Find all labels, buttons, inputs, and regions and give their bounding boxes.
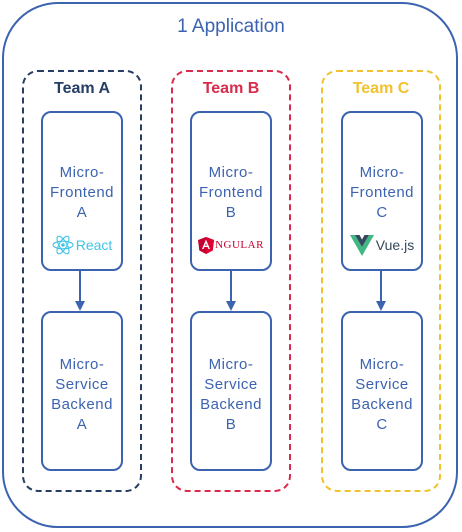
backend-a-line2: Service (55, 376, 109, 393)
team-a-boundary (22, 70, 142, 492)
backend-c-line2: Service (355, 376, 409, 393)
backend-c-line1: Micro- (359, 356, 405, 373)
team-b-label: Team B (202, 80, 260, 97)
frontend-b-line3: B (225, 204, 237, 221)
backend-b-line3: Backend (200, 396, 262, 413)
application-boundary (2, 2, 458, 528)
team-c-backend-box: Micro- Service Backend C (341, 311, 423, 471)
react-logo-text: React (75, 237, 113, 253)
frontend-c-line1: Micro- (359, 164, 405, 181)
frontend-b-line1: Micro- (208, 164, 254, 181)
team-c-frontend-box: Micro- Frontend C Vue.js (341, 111, 423, 271)
vue-icon (349, 234, 374, 256)
frontend-a-line1: Micro- (59, 164, 105, 181)
angular-icon (198, 236, 215, 254)
backend-a-line4: A (76, 416, 88, 433)
team-b-boundary (171, 70, 291, 492)
team-b-backend-box: Micro- Service Backend B (190, 311, 272, 471)
team-c-boundary (321, 70, 441, 492)
backend-a-line1: Micro- (59, 356, 105, 373)
frontend-a-line3: A (76, 204, 88, 221)
team-a-backend-box: Micro- Service Backend A (41, 311, 123, 471)
backend-c-line3: Backend (351, 396, 413, 413)
frontend-c-line3: C (376, 204, 388, 221)
team-a-arrow (75, 271, 85, 311)
team-b-arrow (226, 271, 236, 311)
team-a-label: Team A (53, 80, 110, 97)
backend-b-line4: B (225, 416, 237, 433)
backend-c-line4: C (376, 416, 388, 433)
team-c-label: Team C (352, 80, 410, 97)
frontend-c-line2: Frontend (349, 184, 415, 201)
react-logo: React (43, 233, 121, 257)
react-icon (52, 235, 74, 255)
application-title: 1 Application (177, 16, 285, 37)
frontend-b-line2: Frontend (198, 184, 264, 201)
team-b-frontend-box: Micro- Frontend B NGULAR (190, 111, 272, 271)
backend-a-line3: Backend (51, 396, 113, 413)
backend-b-line1: Micro- (208, 356, 254, 373)
team-a-frontend-box: Micro- Frontend A React (41, 111, 123, 271)
team-c-arrow (376, 271, 386, 311)
backend-b-line2: Service (204, 376, 258, 393)
angular-logo-text: NGULAR (215, 239, 264, 251)
vue-logo-text: Vue.js (375, 237, 415, 253)
vue-logo: Vue.js (343, 233, 421, 257)
frontend-a-line2: Frontend (49, 184, 115, 201)
angular-logo: NGULAR (192, 233, 270, 257)
